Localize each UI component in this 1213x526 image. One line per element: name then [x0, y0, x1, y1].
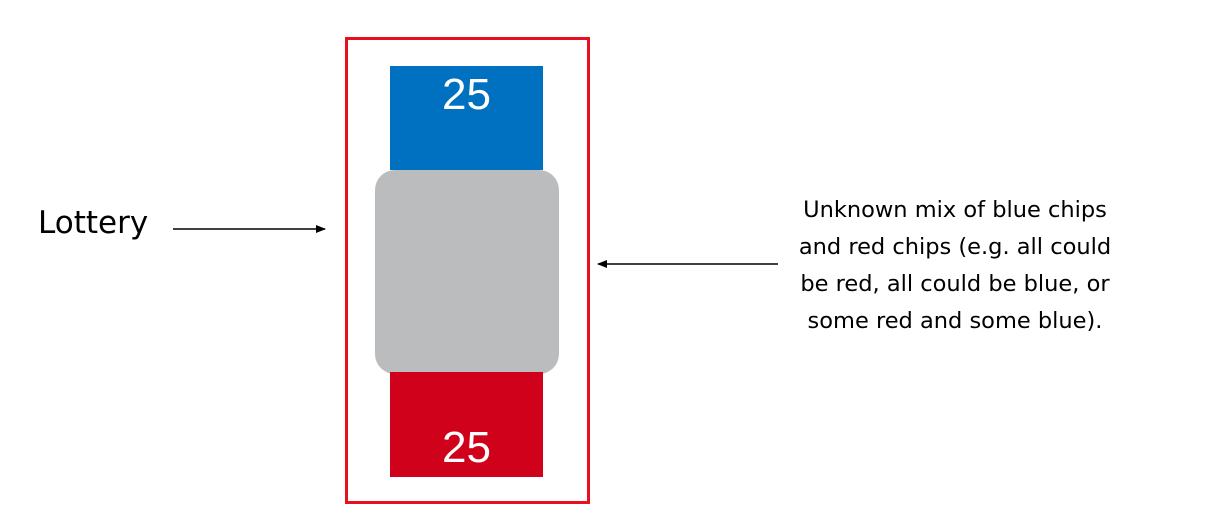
lottery-label: Lottery — [38, 205, 149, 241]
unknown-mix-box — [375, 170, 559, 374]
red-chips-count: 25 — [442, 423, 491, 472]
description-line: and red chips (e.g. all could — [798, 234, 1112, 260]
blue-chips-count: 25 — [442, 70, 491, 119]
unknown-mix-description: Unknown mix of blue chips and red chips … — [740, 192, 1170, 340]
description-line: Unknown mix of blue chips — [803, 197, 1107, 223]
lottery-frame — [345, 37, 590, 504]
description-line: be red, all could be blue, or — [800, 271, 1110, 297]
blue-chips-block: 25 — [390, 66, 543, 170]
description-line: some red and some blue). — [807, 308, 1103, 334]
red-chips-block: 25 — [390, 372, 543, 477]
